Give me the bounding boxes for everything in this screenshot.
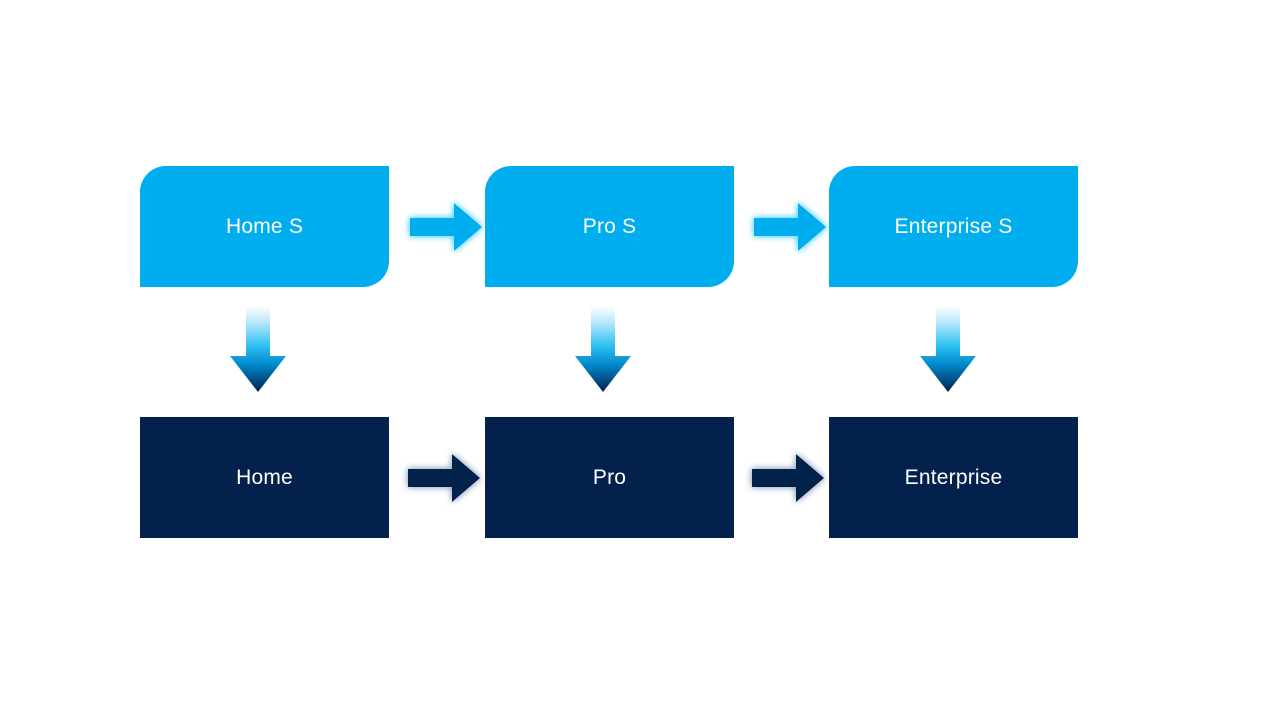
node-home[interactable]: Home xyxy=(140,417,389,538)
node-home-label: Home xyxy=(236,465,293,489)
node-enterprise-label: Enterprise xyxy=(904,465,1003,489)
arrow-down-icon xyxy=(575,306,631,392)
connector-pro-to-enterprise xyxy=(746,449,828,507)
arrow-down-icon xyxy=(920,306,976,392)
connector-pro-s-to-enterprise-s xyxy=(748,198,830,256)
arrow-right-icon xyxy=(408,454,480,502)
connector-enterprise-s-to-enterprise xyxy=(918,304,978,396)
arrow-down-icon xyxy=(230,306,286,392)
arrow-right-icon xyxy=(754,203,826,251)
connector-pro-s-to-pro xyxy=(573,304,633,396)
connector-home-to-pro xyxy=(402,449,484,507)
node-pro-label: Pro xyxy=(592,465,627,489)
node-enterprise-s[interactable]: Enterprise S xyxy=(829,166,1078,287)
node-pro[interactable]: Pro xyxy=(485,417,734,538)
node-enterprise-s-label: Enterprise S xyxy=(894,214,1013,238)
arrow-right-icon xyxy=(752,454,824,502)
node-pro-s[interactable]: Pro S xyxy=(485,166,734,287)
node-home-s[interactable]: Home S xyxy=(140,166,389,287)
arrow-right-icon xyxy=(410,203,482,251)
connector-home-s-to-home xyxy=(228,304,288,396)
node-enterprise[interactable]: Enterprise xyxy=(829,417,1078,538)
node-home-s-label: Home S xyxy=(225,214,304,238)
connector-home-s-to-pro-s xyxy=(404,198,486,256)
node-pro-s-label: Pro S xyxy=(582,214,637,238)
